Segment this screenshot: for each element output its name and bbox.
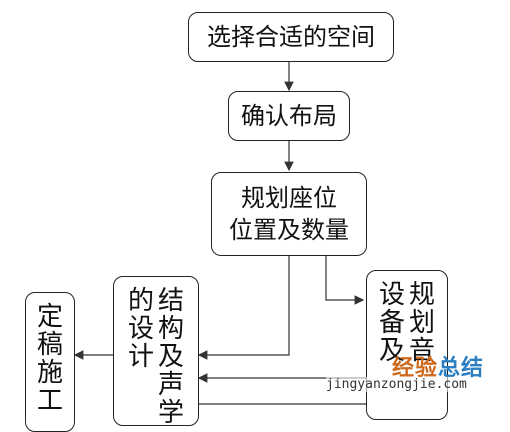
char: 施 — [36, 358, 63, 388]
flowchart: 选择合适的空间 确认布局 规划座位 位置及数量 结 构 及 声 学 的 设 计 … — [25, 12, 484, 432]
node-structure-col2: 的 设 计 — [128, 287, 154, 425]
char: 学 — [158, 398, 185, 428]
node-equipment-col2: 设 备 及 — [379, 281, 405, 419]
node-finalize-col1: 定 稿 施 工 — [37, 303, 63, 431]
char: 稿 — [36, 330, 63, 360]
char: 音 — [409, 336, 436, 366]
node-plan-seats: 规划座位 位置及数量 — [211, 172, 367, 256]
node-plan-seats-line2: 位置及数量 — [229, 216, 349, 244]
watermark-url: jingyanzongjie.com — [326, 377, 467, 392]
watermark-brand: 经验总结 — [392, 350, 484, 382]
node-plan-seats-line1: 规划座位 — [241, 184, 337, 212]
watermark-brand-a: 经验 — [392, 356, 439, 381]
arrow-seats-to-structure — [197, 256, 290, 360]
node-confirm-layout-label: 确认布局 — [241, 102, 337, 130]
char: 及 — [158, 342, 185, 372]
node-choose-space-label: 选择合适的空间 — [207, 23, 375, 51]
char: 的 — [127, 286, 154, 316]
watermark-brand-b: 总结 — [438, 356, 485, 381]
node-finalize-construction: 定 稿 施 工 — [25, 292, 75, 432]
char: 规 — [409, 280, 436, 310]
node-plan-audio-equipment: 规 划 音 设 备 及 — [366, 270, 448, 420]
node-structure-acoustic-design: 结 构 及 声 学 的 设 计 — [113, 276, 199, 428]
char: 及 — [378, 336, 405, 366]
node-equipment-col1: 规 划 音 — [409, 281, 435, 419]
char: 声 — [158, 370, 185, 400]
arrow-seats-to-equipment — [325, 256, 365, 305]
char: 工 — [36, 386, 63, 416]
char: 设 — [127, 314, 154, 344]
char: 结 — [158, 286, 185, 316]
char: 计 — [127, 342, 154, 372]
node-structure-col1: 结 构 及 声 学 — [158, 286, 185, 428]
node-choose-space: 选择合适的空间 — [188, 12, 394, 62]
char: 划 — [409, 308, 436, 338]
node-confirm-layout: 确认布局 — [228, 91, 350, 141]
char: 构 — [158, 314, 185, 344]
char: 设 — [378, 280, 405, 310]
char: 备 — [378, 308, 405, 338]
char: 定 — [36, 302, 63, 332]
